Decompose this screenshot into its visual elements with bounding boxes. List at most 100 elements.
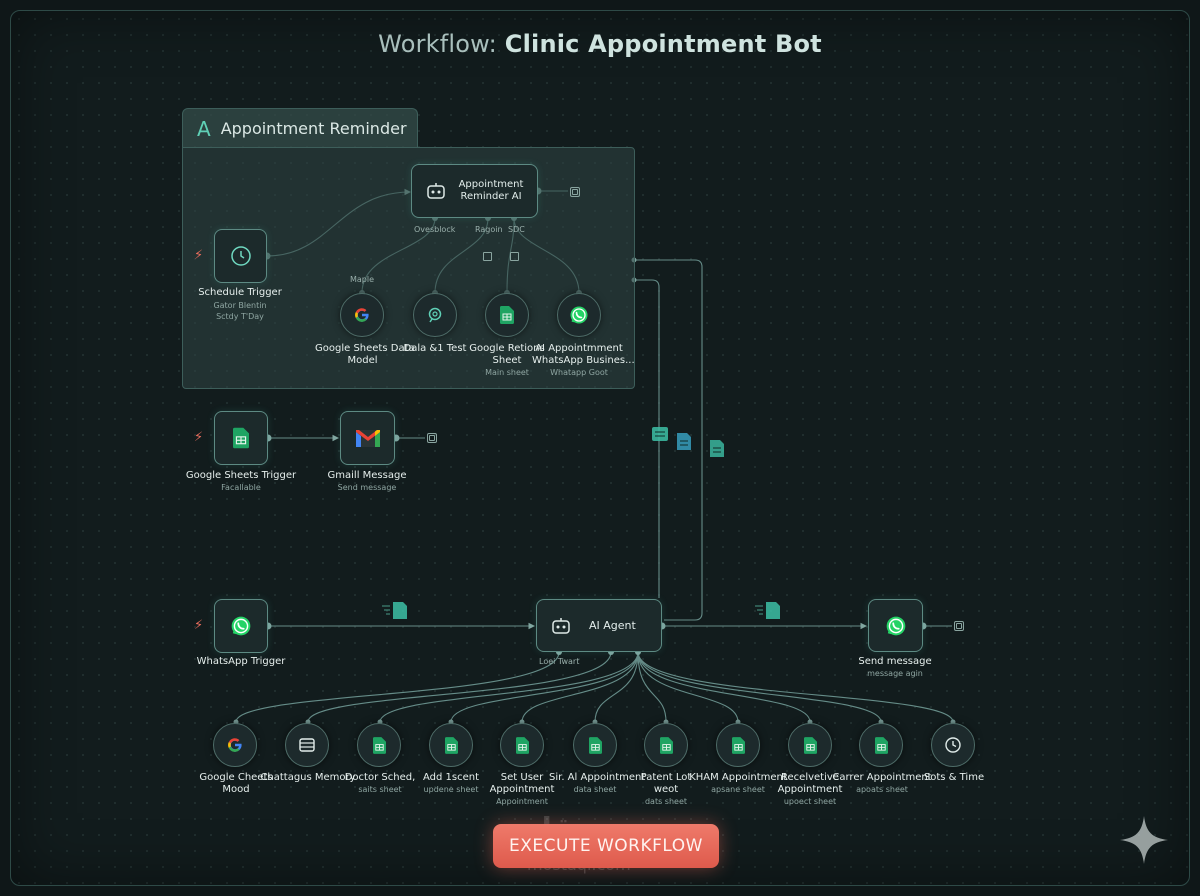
data-packet-icon [710,440,724,457]
google-sheets-trigger-label: Google Sheets Trigger [185,470,297,481]
tool-7-label2: weot [653,784,679,795]
send-output-handle[interactable] [954,621,964,631]
sheets-icon [233,427,249,449]
tool-patent-lot-weot[interactable] [644,723,688,767]
group-tool-google-sheets-model[interactable] [340,293,384,337]
whatsapp-icon [231,616,251,636]
group-tool-2-label: Dala &1 Test [403,343,467,354]
tool-9-sub: upoect sheet [783,797,837,806]
ai-node-label: Appointment Reminder AI [458,179,524,202]
tool-sots-time[interactable] [931,723,975,767]
tool-kham-appointment[interactable] [716,723,760,767]
sheets-icon [515,736,529,754]
tool-4-sub: updene sheet [423,785,479,794]
tool-add-1scent[interactable] [429,723,473,767]
robot-icon [552,617,570,634]
robot-icon [427,183,445,199]
whatsapp-trigger-label: WhatsApp Trigger [196,656,286,667]
data-packet-icon [677,433,691,450]
tool-6-label: Sir. Al Appointment [549,772,646,783]
gmail-icon [355,430,380,447]
google-icon [355,308,369,322]
whatsapp-trigger-node[interactable] [214,599,268,653]
lock-icon [510,252,519,261]
tool-google-cheets[interactable] [213,723,257,767]
send-message-label: Send message [858,656,932,667]
tool-10-label: Carrer Appointment [832,772,932,783]
tool-5-sub: Appointment [496,797,548,806]
group-tool-1-label: Google Sheets Data [315,343,415,354]
tool-6-sub: data sheet [573,785,617,794]
group-header[interactable]: A Appointment Reminder [182,108,418,148]
trigger-bolt-icon: ⚡ [194,618,204,633]
sheets-icon [659,736,673,754]
sheets-icon [500,306,514,324]
group-tool-4-label2: WhatsApp Busines... [532,355,635,366]
schedule-trigger-sub: Gator Blentin [213,301,267,310]
tool-carrer-appointment[interactable] [859,723,903,767]
ai-output-handle[interactable] [570,187,580,197]
execute-workflow-button[interactable]: EXECUTE WORKFLOW [493,824,719,868]
sheets-icon [874,736,888,754]
agent-port-label: Loei Twart [539,657,580,666]
ai-agent-node[interactable]: AI Agent [536,599,662,652]
tool-1-label: Google Cheets [199,772,273,783]
tool-2-label: Chattagus Memory [260,772,356,783]
group-tool-4-sub: Whatapp Goot [550,368,608,377]
tool-1-label2: Mood [222,784,250,795]
group-tool-3-sub: Main sheet [485,368,529,377]
tool-7-label: Patent Lot [640,772,692,783]
schedule-trigger-node[interactable] [214,229,267,283]
schedule-trigger-sub2: Sctdy T'Day [216,312,264,321]
google-sheets-trigger-node[interactable] [214,411,268,465]
whatsapp-icon [570,306,588,324]
trigger-bolt-icon: ⚡ [194,430,204,445]
send-message-node[interactable] [868,599,923,652]
group-label: Appointment Reminder [220,119,407,138]
tool-7-sub: dats sheet [644,797,688,806]
group-tool-google-sheet[interactable] [485,293,529,337]
whatsapp-icon [886,616,905,635]
send-message-sub: message agin [867,669,923,678]
sheets-icon [372,736,386,754]
tool-recelvetive-appointment[interactable] [788,723,832,767]
tool-4-label: Add 1scent [422,772,480,783]
sparkle-icon [1120,816,1168,864]
tool-3-label: Doctor Sched, [344,772,416,783]
title-prefix: Workflow: [378,30,497,58]
gmail-output-handle[interactable] [427,433,437,443]
clock-icon [945,737,961,753]
sheets-icon [444,736,458,754]
appointment-reminder-ai-node[interactable]: Appointment Reminder AI [411,164,538,218]
port-label-3: SDC [508,225,525,234]
tool-chattagus-memory[interactable] [285,723,329,767]
tool-doctor-sched[interactable] [357,723,401,767]
data-packet-icon [755,602,780,619]
data-packet-icon [382,602,407,619]
group-tool-3-label: Google Retions [469,343,545,354]
google-sheets-trigger-sub: Facallable [221,483,261,492]
group-tool-test[interactable] [413,293,457,337]
trigger-bolt-icon: ⚡ [194,248,204,263]
search-icon [428,307,442,323]
gmail-message-node[interactable] [340,411,395,465]
ai-agent-label: AI Agent [589,619,636,632]
group-glyph: A [197,116,211,141]
sheets-icon [803,736,817,754]
sheets-icon [731,736,745,754]
tool-5-label: Set User [500,772,544,783]
google-icon [228,738,242,752]
group-tool-4-label: AI Appointmment [535,343,623,354]
gmail-message-label: Gmaill Message [327,470,407,481]
maple-label: Maple [350,275,375,284]
clock-icon [230,246,251,266]
tool-3-sub: saits sheet [358,785,402,794]
group-tool-1-label2: Model [347,355,378,366]
tool-set-user-appointment[interactable] [500,723,544,767]
group-tool-whatsapp[interactable] [557,293,601,337]
tool-5-label2: Appointment [489,784,555,795]
tool-sir-al-appointment[interactable] [573,723,617,767]
lock-icon [483,252,492,261]
tool-8-label: KHAM Appointment [689,772,787,783]
tool-11-label: Sots & Time [923,772,985,783]
